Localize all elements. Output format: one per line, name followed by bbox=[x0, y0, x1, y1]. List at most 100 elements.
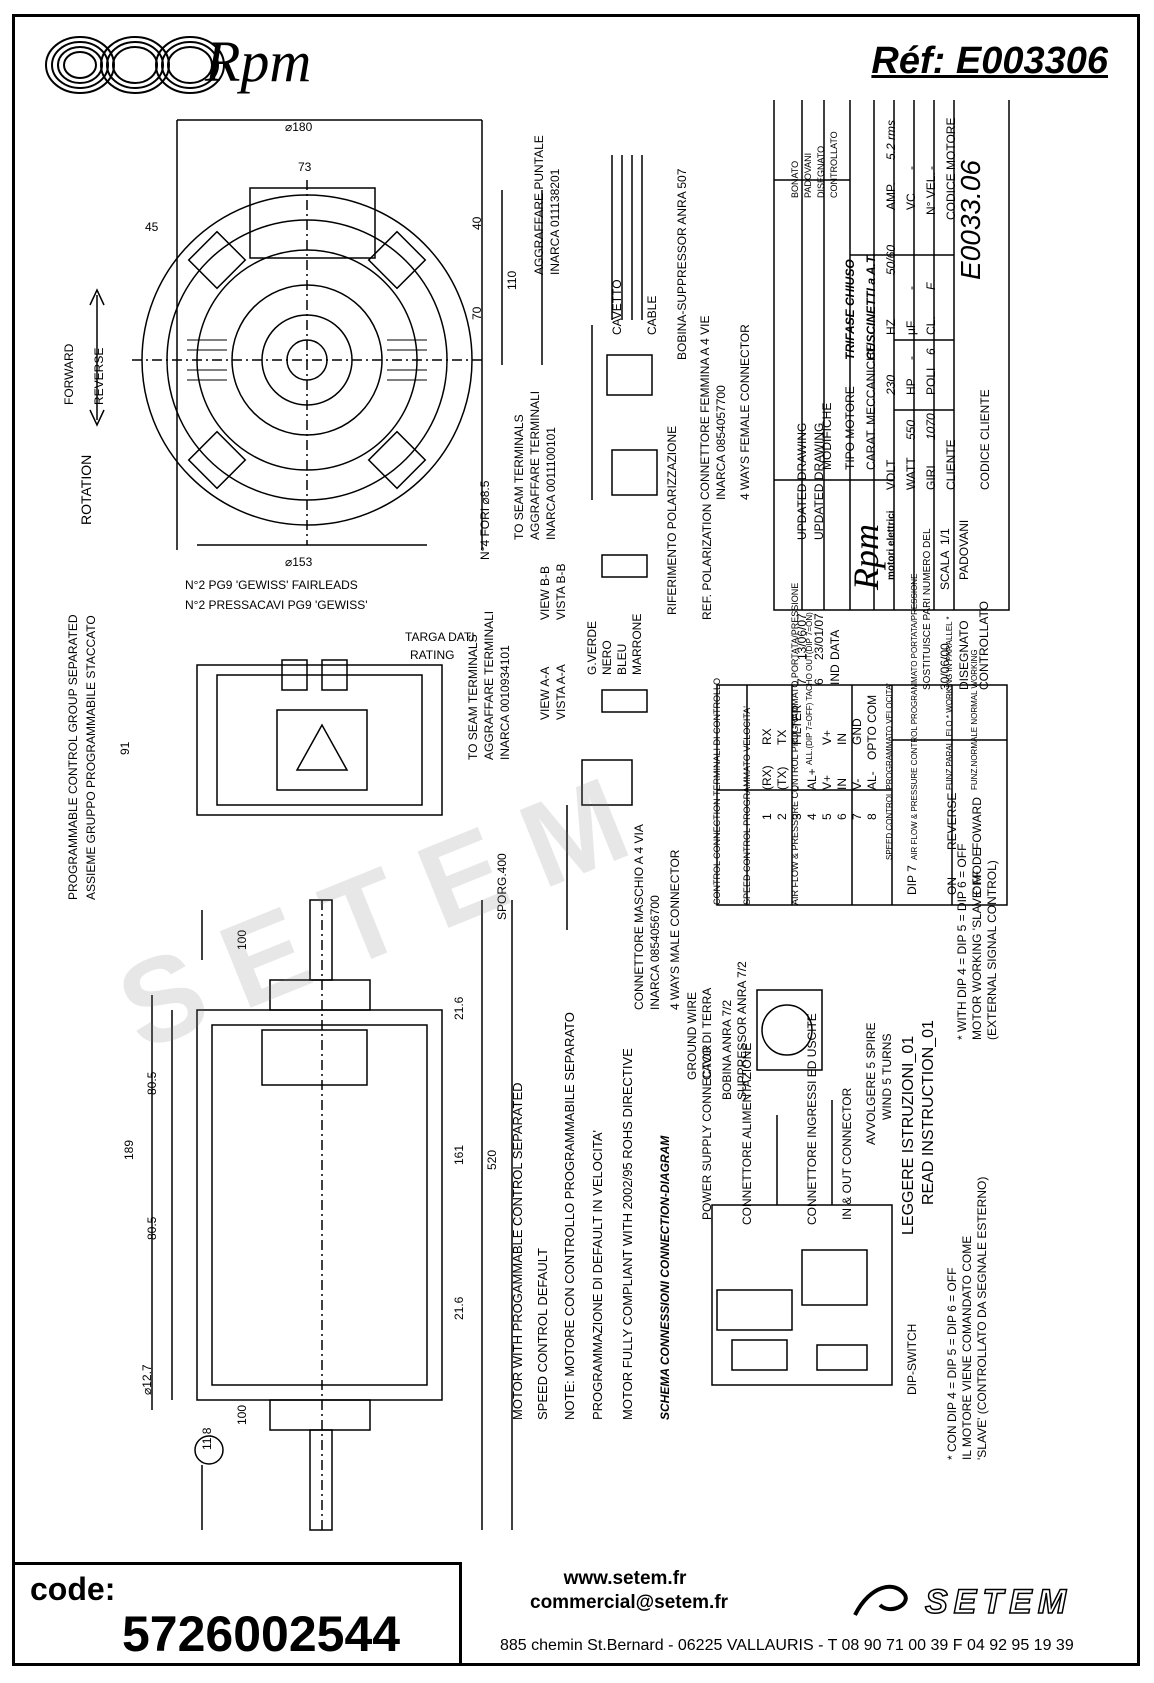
tipo-motore-label: TIPO MOTORE bbox=[843, 386, 857, 470]
dip-note-3: 'SLAVE' (CONTROLLATO DA SEGNALE ESTERNO) bbox=[975, 1176, 989, 1460]
uf-value: - bbox=[904, 286, 918, 290]
amp-label: AMP. bbox=[884, 182, 898, 210]
website-link[interactable]: www.setem.fr bbox=[563, 1568, 687, 1589]
volt-value: 230 bbox=[884, 374, 898, 395]
code-value: 5726002544 bbox=[122, 1606, 401, 1662]
row-6-s: IN bbox=[835, 778, 849, 790]
row-3-s: - bbox=[790, 786, 804, 790]
vista-bb: VISTA B-B bbox=[554, 563, 568, 620]
volt-label: VOLT bbox=[884, 459, 898, 490]
controllato-label: CONTROLLATO bbox=[977, 601, 991, 690]
nvel-label: N° VEL. bbox=[924, 172, 938, 215]
rpm-small-logo: Rpm bbox=[846, 524, 886, 590]
leggere-istruzioni: LEGGERE ISTRUZIONI_01 bbox=[900, 1035, 917, 1235]
row-2-a: TX bbox=[775, 729, 789, 745]
view-aa: VIEW A-A bbox=[538, 666, 552, 720]
codice-motore-value: E0033.06 bbox=[955, 160, 986, 280]
wire-bleu: BLEU bbox=[615, 643, 629, 675]
prog-group-en: PROGRAMMABLE CONTROL GROUP SEPARATED bbox=[66, 614, 80, 900]
inarca-1: INARCA 011138201 bbox=[548, 168, 562, 275]
table-header-2: SPEED CONTROL PROGRAMMATO VELOCITA' bbox=[742, 706, 752, 905]
poli-label: POLI bbox=[924, 367, 938, 395]
seam-terminals-2: TO SEAM TERMINALS bbox=[466, 634, 480, 760]
nvel-value: - bbox=[924, 166, 938, 170]
row-2-n: 2 bbox=[775, 813, 789, 820]
rev-6-n: 6 bbox=[812, 678, 826, 685]
dip-note-2: IL MOTORE VIENE COMANDATO COME bbox=[960, 1235, 974, 1460]
dim-40: 40 bbox=[470, 216, 484, 230]
io-connector-en: IN & OUT CONNECTOR bbox=[840, 1087, 854, 1220]
data-col-label: DATA bbox=[828, 629, 842, 660]
brand-name: Rpm bbox=[205, 29, 312, 94]
row-4-s: AL+ bbox=[805, 768, 819, 790]
rev-6-date: 23/01/07 bbox=[812, 613, 826, 660]
amp-value: 5.2 rms bbox=[884, 119, 898, 160]
dim-161: 161 bbox=[452, 1144, 466, 1165]
agg-terminali-2: AGGRAFFARE TERMINALI bbox=[482, 610, 496, 760]
hz-label: HZ bbox=[884, 319, 898, 335]
connettore-alimentazione: CONNETTORE ALIMENTAZIONE bbox=[740, 1042, 754, 1225]
seam-terminals-1: TO SEAM TERMINALS bbox=[512, 414, 526, 540]
dip-row-head-speed: SPEED CONTROL PROGRAMMATO VELOCITA' bbox=[885, 683, 894, 860]
scala-label: SCALA bbox=[938, 550, 952, 590]
hp-label: HP bbox=[904, 378, 918, 395]
dip-row-off: OFF bbox=[970, 871, 984, 895]
dim-73: 73 bbox=[298, 160, 312, 174]
dip-row-on: ON bbox=[945, 877, 959, 895]
dip-row-head: DIP 7 bbox=[905, 865, 919, 895]
conn-femmina: CONNETTORE FEMMINA A 4 VIE bbox=[698, 315, 712, 500]
ref-polarization: REF. POLARIZATION bbox=[700, 503, 714, 620]
row-7-a: GND bbox=[850, 718, 864, 745]
cl-label: CL. bbox=[924, 316, 938, 335]
row-1-s: (RX) bbox=[760, 765, 774, 790]
row-5-n: 5 bbox=[820, 813, 834, 820]
dim-100-b: 100 bbox=[235, 1404, 249, 1425]
motor-note-1: MOTOR WITH PROGAMMABLE CONTROL SEPARATED bbox=[510, 1082, 525, 1420]
dip-note-1: * CON DIP 4 = DIP 5 = DIP 6 = OFF bbox=[945, 1267, 959, 1460]
row-8-n: 8 bbox=[865, 813, 879, 820]
row-6-a: IN bbox=[835, 733, 849, 745]
dim-180: ⌀180 bbox=[285, 120, 313, 134]
tipo-motore-value: TRIFASE CHIUSO bbox=[843, 259, 857, 360]
male-connector-en: 4 WAYS MALE CONNECTOR bbox=[668, 849, 682, 1010]
vc-label: VC bbox=[904, 193, 918, 210]
row-6-n: 6 bbox=[835, 813, 849, 820]
wire-marrone: MARRONE bbox=[630, 613, 644, 675]
sostituisce-label: SOSTITUISCE PARI NUMERO DEL bbox=[922, 528, 933, 690]
reference-number: Réf: E003306 bbox=[871, 40, 1108, 82]
pg9-pressacavi: N°2 PRESSACAVI PG9 'GEWISS' bbox=[185, 598, 368, 612]
email-link[interactable]: commercial@setem.fr bbox=[530, 1592, 729, 1613]
row-4-n: 4 bbox=[805, 813, 819, 820]
table-header-1: CONTROL CONNECTION TERMINALI DI CONTROLL… bbox=[712, 677, 722, 905]
setem-logo: SETEM bbox=[853, 1582, 1067, 1622]
padovani-label: PADOVANI bbox=[803, 152, 813, 198]
dim-21-a: 21.6 bbox=[452, 996, 466, 1020]
dim-80-b: 80.5 bbox=[145, 1216, 159, 1240]
row-7-n: 7 bbox=[850, 813, 864, 820]
row-8-a: OPTO COM bbox=[865, 694, 879, 760]
agg-puntale: AGGRAFFARE PUNTALE bbox=[532, 135, 546, 275]
female-connector-en: 4 WAYS FEMALE CONNECTOR bbox=[738, 324, 752, 500]
dip-switch-label: DIP-SWITCH bbox=[905, 1323, 919, 1395]
dip-note-4: * WITH DIP 4 = DIP 5 = DIP 6 = OFF bbox=[955, 843, 969, 1040]
giri-label: GIRI bbox=[924, 465, 938, 490]
row-1-a: RX bbox=[760, 728, 774, 745]
rev-6-desc: UPDATED DRAWING bbox=[812, 422, 826, 540]
scala-value: 1/1 bbox=[938, 528, 952, 545]
disegnato-label: DISEGNATO bbox=[957, 620, 971, 690]
inarca-3: INARCA 0011100101 bbox=[544, 427, 558, 540]
code-box: code: 5726002544 bbox=[12, 1562, 462, 1666]
inarca-2: INARCA 0854057700 bbox=[714, 385, 728, 500]
dip-row-on-speed: REVERSE bbox=[945, 792, 959, 850]
dim-70: 70 bbox=[470, 306, 484, 320]
dim-153: ⌀153 bbox=[285, 555, 313, 569]
hz-value: 50/60 bbox=[884, 244, 898, 275]
dim-520: 520 bbox=[485, 1149, 499, 1170]
carat-value: CUSCINETTI a A.T. bbox=[864, 253, 878, 360]
dip-row-on-air: FUNZ.PARALLELO * WORKING IN PARALLEL * bbox=[945, 616, 954, 790]
motor-note-4: PROGRAMMAZIONE DI DEFAULT IN VELOCITA' bbox=[590, 1130, 605, 1420]
dim-21-b: 21.6 bbox=[452, 1296, 466, 1320]
row-3-n: 3 bbox=[790, 813, 804, 820]
dip-row-head-air: AIR FLOW & PRESSURE CONTROL PROGRAMMATO … bbox=[910, 573, 919, 860]
disegnato-short: DISEGNATO bbox=[816, 145, 826, 198]
